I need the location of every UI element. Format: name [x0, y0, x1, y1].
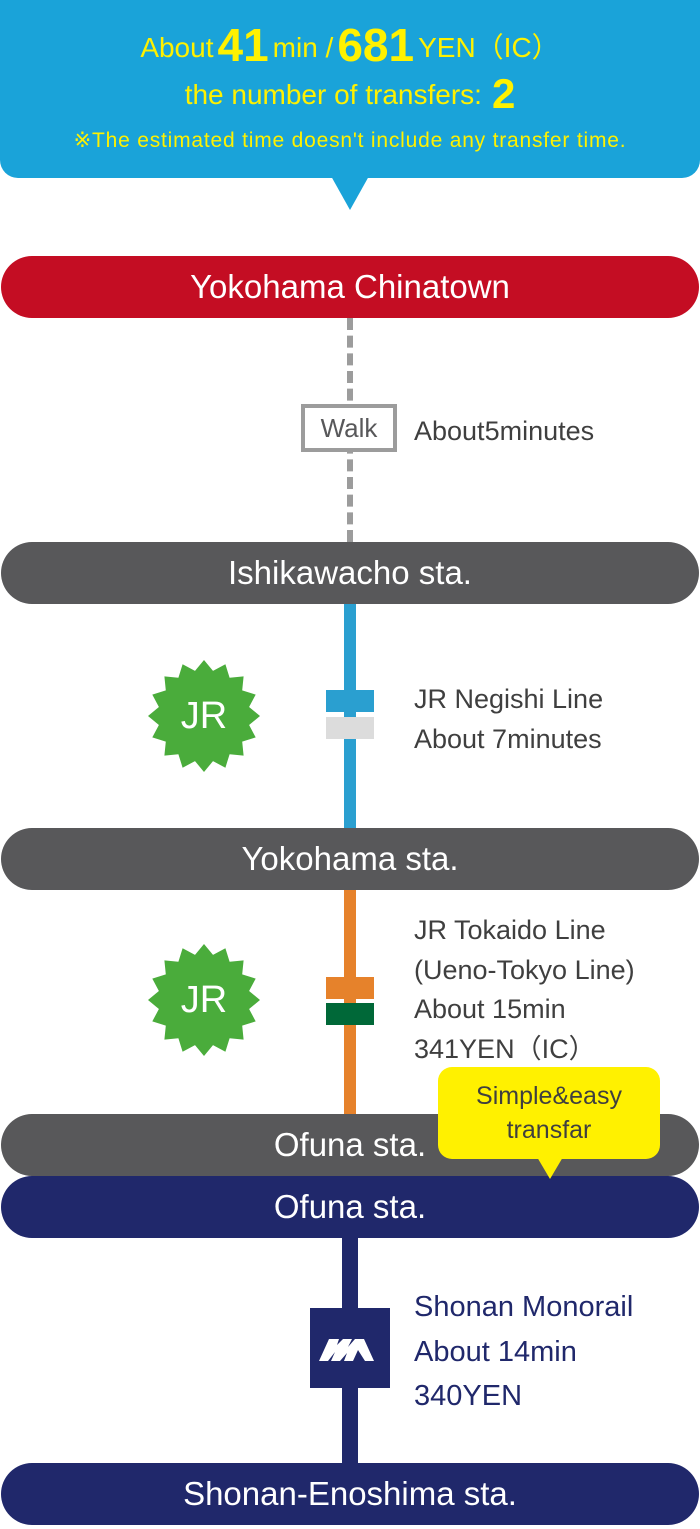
- negishi-color-bottom: [326, 717, 374, 739]
- walk-badge: Walk: [301, 404, 397, 452]
- walk-unit: minutes: [499, 416, 595, 446]
- tokaido-fare: 341YEN（IC）: [414, 1034, 596, 1064]
- jr-badge-label: JR: [180, 979, 228, 1021]
- station-ishikawacho[interactable]: Ishikawacho sta.: [1, 542, 699, 604]
- route-summary: [0, 0, 700, 178]
- monorail-line-name: Shonan Monorail: [414, 1291, 634, 1323]
- about-label: About: [140, 32, 214, 63]
- monorail-time: About 14min: [414, 1336, 577, 1368]
- tokaido-route-line: [344, 886, 356, 1118]
- monorail-badge: [310, 1308, 390, 1388]
- transfers-count: 2: [491, 70, 516, 117]
- jr-negishi-badge: JR: [148, 660, 260, 772]
- tokaido-line-sub: (Ueno-Tokyo Line): [414, 955, 635, 985]
- negishi-time: About 7minutes: [414, 724, 602, 754]
- negishi-route-line: [344, 600, 356, 832]
- callout-line2: transfar: [506, 1116, 592, 1144]
- walk-about: About: [414, 416, 485, 446]
- jr-badge-star-icon: [148, 944, 260, 1056]
- jr-tokaido-badge: JR: [148, 944, 260, 1056]
- walk-duration: About5minutes: [414, 411, 594, 451]
- transfer-callout: Simple&easy transfar: [438, 1067, 660, 1159]
- station-ofuna-monorail[interactable]: Ofuna sta.: [1, 1176, 699, 1238]
- total-fare: 681: [337, 19, 415, 71]
- transfers-label: the number of transfers:: [184, 79, 482, 110]
- summary-note: ※The estimated time doesn't include any …: [73, 129, 627, 152]
- fare-unit: YEN（IC）: [418, 32, 560, 63]
- station-yokohama-chinatown[interactable]: Yokohama Chinatown: [1, 256, 699, 318]
- tokaido-time: About 15min: [414, 994, 566, 1024]
- tokaido-color-top: [326, 977, 374, 999]
- jr-badge-star-icon: [148, 660, 260, 772]
- walk-minutes: 5: [484, 416, 500, 446]
- station-ofuna-jr[interactable]: Ofuna sta.: [1, 1114, 699, 1176]
- total-minutes: 41: [217, 19, 269, 71]
- callout-pointer: [537, 1157, 563, 1179]
- summary-pointer: [331, 176, 369, 210]
- monorail-logo-icon: [319, 1339, 374, 1361]
- callout-line1: Simple&easy: [476, 1082, 622, 1110]
- min-label: min /: [272, 32, 334, 63]
- station-yokohama[interactable]: Yokohama sta.: [1, 828, 699, 890]
- summary-transfers: the number of transfers: 2: [0, 70, 700, 118]
- tokaido-line-name: JR Tokaido Line: [414, 915, 606, 945]
- jr-badge-label: JR: [180, 695, 228, 737]
- tokaido-color-bottom: [326, 1003, 374, 1025]
- negishi-color-top: [326, 690, 374, 712]
- monorail-fare: 340YEN: [414, 1380, 523, 1412]
- station-shonan-enoshima[interactable]: Shonan-Enoshima sta.: [1, 1463, 699, 1525]
- negishi-line-name: JR Negishi Line: [414, 684, 604, 714]
